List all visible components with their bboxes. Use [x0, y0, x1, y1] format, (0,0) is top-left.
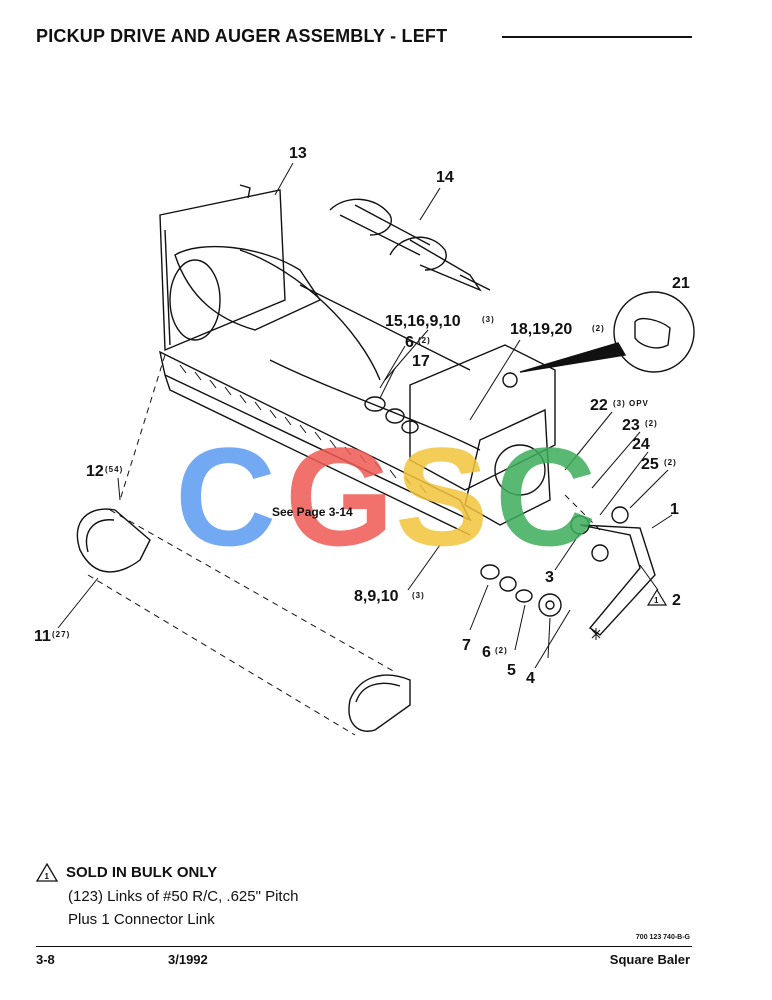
callout-24: 24 — [632, 436, 650, 453]
callout-6-upper: 6 — [405, 334, 414, 351]
note-heading: SOLD IN BULK ONLY — [66, 863, 218, 881]
diagram-linework — [57, 162, 695, 736]
callout-15-16-9-10: 15,16,9,10 — [385, 313, 461, 330]
callout-2-tri-number: 1 — [654, 596, 659, 605]
callout-15-qty: (3) — [482, 315, 495, 324]
footer-page-number: 3-8 — [36, 952, 55, 967]
warning-triangle-icon: 1 — [36, 862, 58, 882]
note-tri-number: 1 — [45, 872, 50, 881]
watermark-group: C G S C — [175, 418, 596, 575]
footer-rule — [36, 946, 692, 947]
callout-8-9-10: 8,9,10 — [354, 588, 399, 605]
callout-25: 25 — [641, 456, 659, 473]
bulk-note: 1 SOLD IN BULK ONLY (123) Links of #50 R… — [36, 862, 298, 928]
watermark-letter-g: G — [285, 418, 394, 575]
callout-23: 23 — [622, 417, 640, 434]
callout-18-19-20: 18,19,20 — [510, 321, 572, 338]
watermark-letter-s: S — [395, 418, 488, 575]
callout-23-qty: (2) — [645, 419, 658, 428]
watermark-letter-c2: C — [495, 418, 596, 575]
callout-5: 5 — [507, 662, 516, 679]
callout-25-qty: (2) — [664, 458, 677, 467]
document-code: 700 123 740-B-G — [635, 934, 690, 941]
callout-1: 1 — [670, 501, 679, 518]
callout-2: 2 — [672, 592, 681, 609]
note-line-2: Plus 1 Connector Link — [68, 911, 215, 928]
title-rule — [502, 36, 692, 38]
page-title: PICKUP DRIVE AND AUGER ASSEMBLY - LEFT — [36, 26, 448, 46]
watermark-letter-c1: C — [175, 418, 276, 575]
callout-6-upper-qty: (2) — [418, 336, 431, 345]
callout-8-qty: (3) — [412, 591, 425, 600]
callout-22-qty: (3) OPV — [613, 399, 649, 408]
callout-22: 22 — [590, 397, 608, 414]
callout-12-qty: (54) — [105, 465, 123, 474]
callout-7: 7 — [462, 637, 471, 654]
callout-6-lower-qty: (2) — [495, 646, 508, 655]
see-page-label: See Page 3-14 — [272, 505, 353, 519]
callout-11: 11 — [34, 628, 51, 645]
callout-12: 12 — [86, 463, 104, 480]
callout-17: 17 — [412, 353, 430, 370]
footer-product: Square Baler — [609, 952, 690, 967]
note-line-1: (123) Links of #50 R/C, .625" Pitch — [68, 888, 299, 905]
callout-13: 13 — [289, 145, 307, 162]
callout-14: 14 — [436, 169, 454, 186]
callout-3: 3 — [545, 569, 554, 586]
note-heading-row: 1 SOLD IN BULK ONLY — [36, 862, 298, 882]
callout-6-lower: 6 — [482, 644, 491, 661]
footer-date: 3/1992 — [168, 952, 208, 967]
callout-4: 4 — [526, 670, 535, 687]
callout-21: 21 — [672, 275, 690, 292]
callout-18-qty: (2) — [592, 324, 605, 333]
callout-11-qty: (27) — [52, 630, 70, 639]
